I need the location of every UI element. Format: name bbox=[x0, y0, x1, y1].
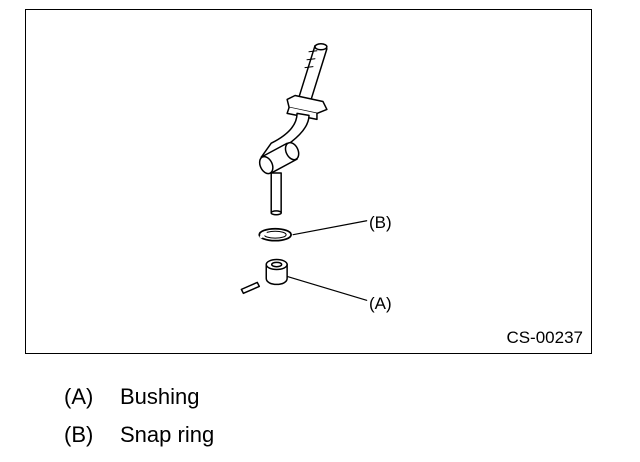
bushing bbox=[265, 258, 288, 286]
snap-ring bbox=[258, 227, 292, 242]
figure-code: CS-00237 bbox=[506, 328, 583, 347]
pin bbox=[240, 281, 261, 295]
callout-a-label: (A) bbox=[369, 294, 392, 313]
leader-line-a bbox=[286, 275, 368, 301]
legend-text-b: Snap ring bbox=[120, 422, 215, 447]
legend-text-a: Bushing bbox=[120, 384, 200, 409]
legend-key-a: (A) bbox=[64, 384, 94, 409]
legend: (A) Bushing (B) Snap ring bbox=[64, 384, 214, 460]
legend-key-b: (B) bbox=[64, 422, 94, 447]
legend-item-a: (A) Bushing bbox=[64, 384, 214, 422]
parts-illustration bbox=[240, 43, 368, 301]
callout-b-label: (B) bbox=[369, 213, 392, 232]
shift-lever bbox=[258, 43, 328, 216]
leader-line-b bbox=[292, 220, 368, 236]
legend-item-b: (B) Snap ring bbox=[64, 422, 214, 460]
figure-frame: (B) (A) CS-00237 bbox=[25, 9, 592, 354]
